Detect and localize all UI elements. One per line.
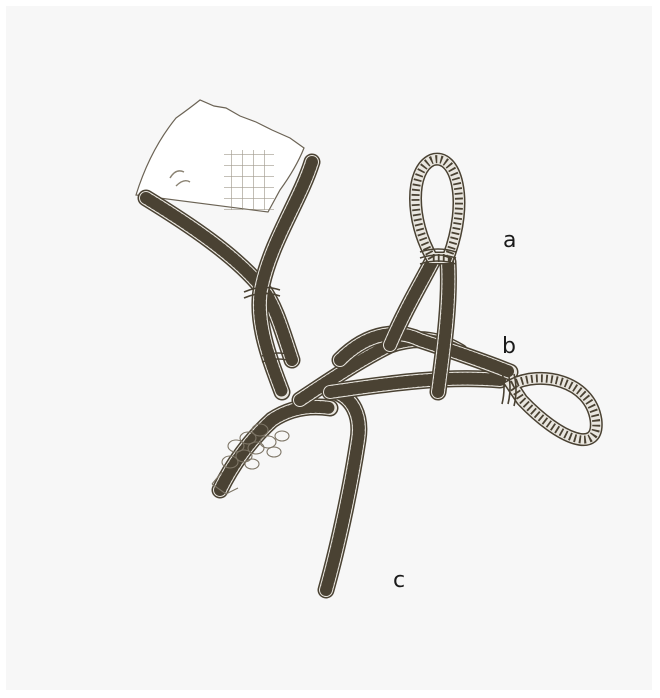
label-c: c xyxy=(393,570,405,592)
cloth-sheet xyxy=(136,100,304,212)
label-b: b xyxy=(502,336,516,358)
label-a: a xyxy=(503,230,516,252)
loop-a xyxy=(416,159,459,258)
loop-b xyxy=(512,378,596,439)
